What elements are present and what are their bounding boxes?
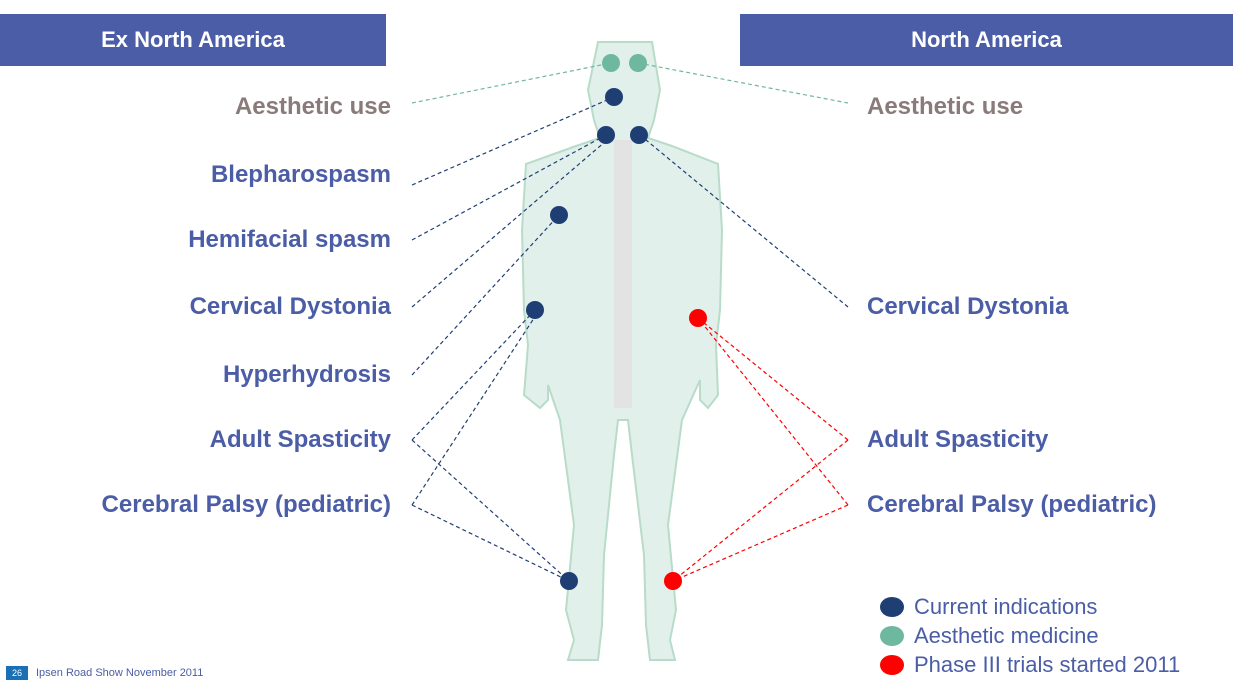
label-left-hyperhydrosis: Hyperhydrosis: [223, 361, 391, 389]
aesthetic-dot: [602, 54, 620, 72]
current-dot: [550, 206, 568, 224]
page-number: 26: [6, 666, 28, 680]
legend: Current indications Aesthetic medicine P…: [880, 592, 1180, 679]
footer: 26 Ipsen Road Show November 2011: [6, 666, 203, 680]
legend-item-aesthetic-medicine: Aesthetic medicine: [880, 621, 1180, 650]
phase3-dot: [664, 572, 682, 590]
label-right-cervical-dystonia: Cervical Dystonia: [867, 293, 1068, 321]
footer-text: Ipsen Road Show November 2011: [36, 667, 203, 679]
current-dot: [630, 126, 648, 144]
phase3-trials-swatch: [880, 655, 904, 675]
label-left-cervical-dystonia: Cervical Dystonia: [190, 293, 391, 321]
legend-label: Phase III trials started 2011: [914, 652, 1180, 678]
aesthetic-medicine-swatch: [880, 626, 904, 646]
aesthetic-dot: [629, 54, 647, 72]
label-left-hemifacial-spasm: Hemifacial spasm: [188, 226, 391, 254]
legend-item-phase3-trials: Phase III trials started 2011: [880, 650, 1180, 679]
label-right-aesthetic-use: Aesthetic use: [867, 93, 1023, 121]
label-left-cerebral-palsy: Cerebral Palsy (pediatric): [102, 491, 391, 519]
current-dot: [526, 301, 544, 319]
label-left-aesthetic-use: Aesthetic use: [235, 93, 391, 121]
phase3-dot: [689, 309, 707, 327]
label-right-adult-spasticity: Adult Spasticity: [867, 426, 1048, 454]
current-dot: [597, 126, 615, 144]
legend-label: Aesthetic medicine: [914, 623, 1099, 649]
legend-label: Current indications: [914, 594, 1097, 620]
label-left-adult-spasticity: Adult Spasticity: [210, 426, 391, 454]
current-indications-swatch: [880, 597, 904, 617]
current-dot: [605, 88, 623, 106]
label-left-blepharospasm: Blepharospasm: [211, 161, 391, 189]
current-dot: [560, 572, 578, 590]
legend-item-current-indications: Current indications: [880, 592, 1180, 621]
spine: [614, 140, 632, 408]
label-right-cerebral-palsy: Cerebral Palsy (pediatric): [867, 491, 1156, 519]
